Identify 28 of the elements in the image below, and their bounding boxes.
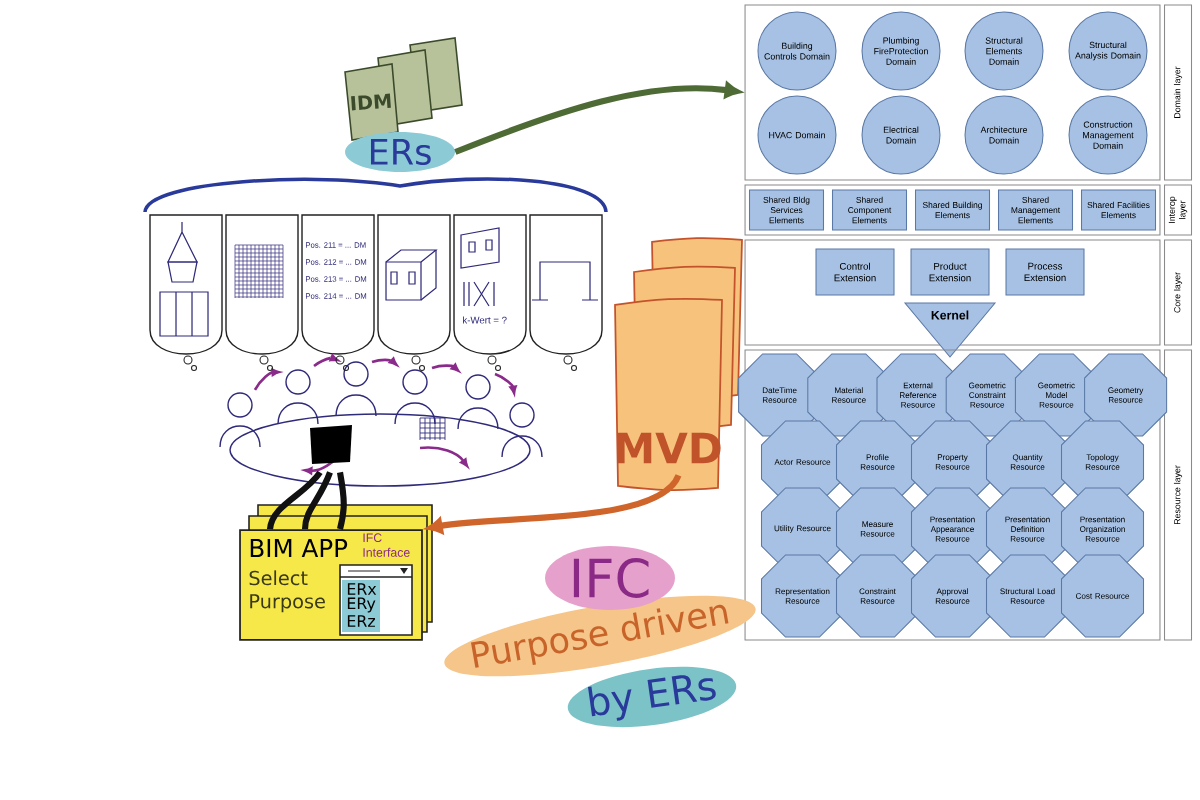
meeting-drawing	[183, 354, 578, 487]
extension-box: Process Extension	[1005, 248, 1085, 296]
extension-box: Control Extension	[815, 248, 895, 296]
resource-octagon: Representation Resource	[760, 554, 845, 638]
resource-octagon: Cost Resource	[1061, 554, 1145, 638]
layer-label-box: Core layer	[1164, 239, 1193, 346]
resource-octagon: Constraint Resource	[836, 554, 920, 638]
layer-label-box: Resource layer	[1164, 349, 1193, 641]
resource-octagon: Approval Resource	[910, 554, 995, 638]
element-box: Shared Management Elements	[998, 189, 1074, 231]
element-box: Shared Component Elements	[832, 189, 908, 231]
layer-label-box: Domain layer	[1164, 4, 1193, 181]
resource-octagon: Geometry Resource	[1084, 353, 1168, 437]
highlighted-text: by ERs	[567, 666, 737, 728]
element-box: Shared Building Elements	[915, 189, 991, 231]
highlighted-text: ERs	[345, 132, 455, 172]
cable-line	[266, 469, 347, 533]
extension-box: Product Extension	[910, 248, 990, 296]
layer-box	[744, 184, 1161, 236]
element-box: Shared Facilities Elements	[1081, 189, 1157, 231]
layer-box	[744, 239, 1161, 346]
layer-label-box: Interop layer	[1164, 184, 1193, 236]
element-box: Shared Bldg Services Elements	[749, 189, 825, 231]
layer-box	[744, 349, 1161, 641]
resource-octagon: Structural Load Resource	[985, 554, 1070, 638]
layer-box	[744, 4, 1161, 181]
dropdown-list: ERx ERy ERz	[339, 564, 413, 636]
handwritten-note: k-Wert = ?	[463, 316, 507, 324]
